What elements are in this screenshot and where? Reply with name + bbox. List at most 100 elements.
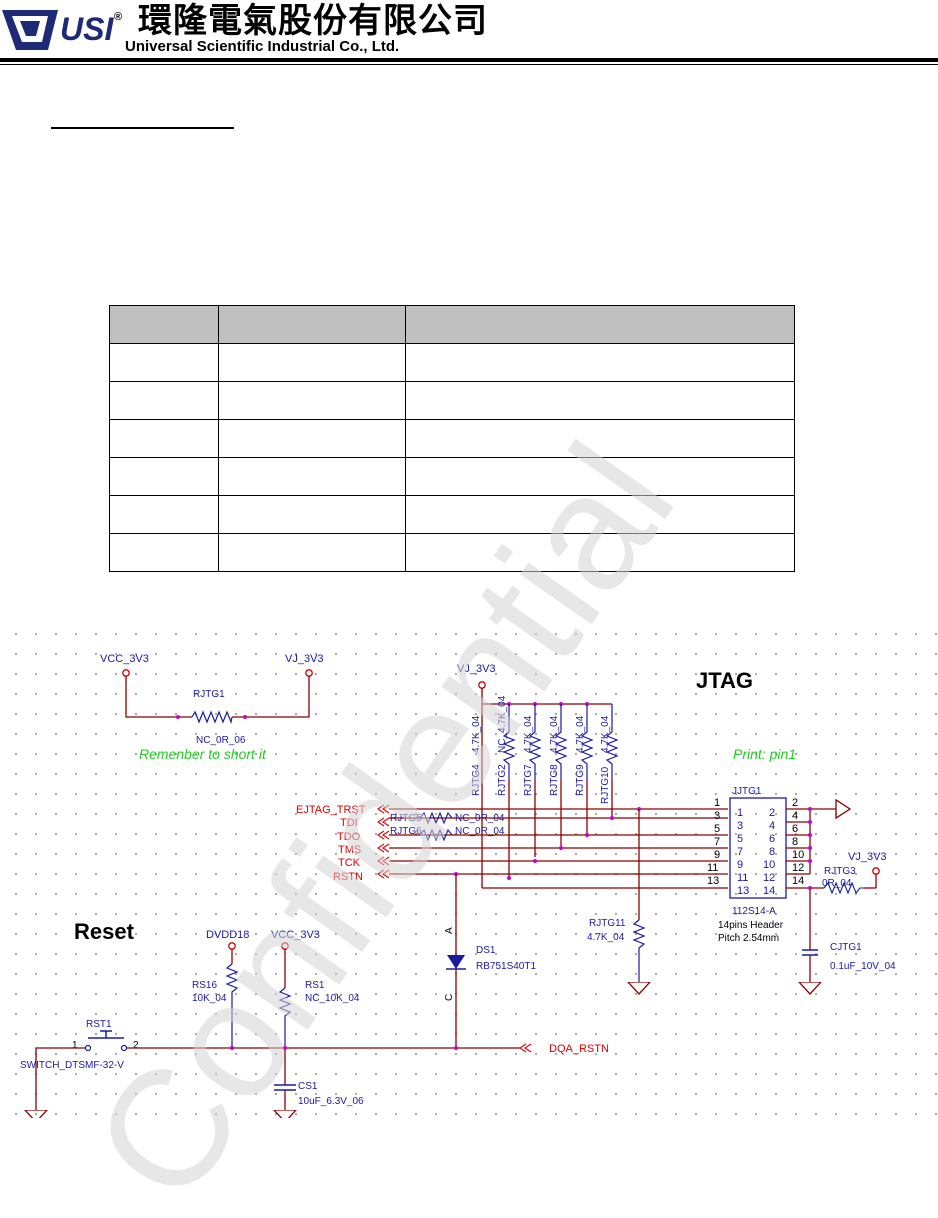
- rjtg2-value: NC_4.7K_04: [497, 695, 508, 753]
- vcc-power-symbol: [122, 669, 130, 677]
- connector-desc-2: Pitch 2.54mm: [718, 933, 779, 944]
- rst1-pin1: 1: [72, 1040, 78, 1051]
- svg-text:7: 7: [737, 846, 743, 858]
- company-name-chinese: 環隆電氣股份有限公司: [138, 1, 488, 41]
- vcc-3v3-label-2: VCC_3V3: [271, 929, 320, 941]
- ds1-anode: A: [444, 927, 455, 934]
- cs1-value: 10uF_6.3V_06: [298, 1096, 364, 1107]
- rjtg7-value: 4.7K_04: [523, 715, 534, 753]
- rjtg1-resistor: [191, 710, 233, 725]
- vj-3v3-label-2: VJ_3V3: [457, 663, 496, 675]
- cs1-ref: CS1: [298, 1081, 318, 1092]
- svg-text:3: 3: [714, 810, 720, 822]
- svg-text:7: 7: [714, 836, 720, 848]
- company-name-english: Universal Scientific Industrial Co., Ltd…: [125, 38, 400, 55]
- rs1-ref: RS1: [305, 980, 325, 991]
- vj-power-symbol-3: [872, 867, 880, 875]
- svg-text:4: 4: [792, 810, 798, 822]
- rst1-pin2: 2: [133, 1040, 139, 1051]
- table-row: [109, 343, 795, 382]
- signal-tdi: TDI: [340, 817, 358, 829]
- dqa-rstn-label: DQA_RSTN: [549, 1043, 609, 1055]
- ds1-ref: DS1: [476, 945, 496, 956]
- table-row: [109, 495, 795, 534]
- cjtg1-value: 0.1uF_10V_04: [830, 961, 896, 972]
- table-header-row: [109, 305, 795, 344]
- rjtg7-ref: RJTG7: [523, 764, 534, 796]
- table-cell: [218, 533, 406, 572]
- svg-text:9: 9: [737, 859, 743, 871]
- svg-text:9: 9: [714, 849, 720, 861]
- jtag-title: JTAG: [696, 668, 753, 693]
- svg-text:13: 13: [707, 875, 719, 887]
- signal-tck: TCK: [338, 857, 361, 869]
- svg-text:5: 5: [737, 833, 743, 845]
- rjtg11-value: 4.7K_04: [587, 932, 625, 943]
- svg-text:14: 14: [763, 885, 775, 897]
- ds1-cathode: C: [444, 994, 455, 1001]
- gnd-rjtg11: [627, 982, 651, 995]
- table-row: [109, 533, 795, 572]
- table-cell: [405, 457, 795, 496]
- table-cell: [109, 457, 219, 496]
- logo-registered-mark: ®: [114, 11, 122, 23]
- rjtg1-value: NC_0R_06: [196, 735, 246, 746]
- svg-text:12: 12: [763, 872, 775, 884]
- svg-text:6: 6: [769, 833, 775, 845]
- rs16-value: 10K_04: [192, 993, 227, 1004]
- rjtg10-ref: RJTG10: [600, 766, 611, 804]
- table-cell: [405, 343, 795, 382]
- dvdd18-label: DVDD18: [206, 929, 249, 941]
- vj-power-symbol-2: [478, 681, 486, 689]
- table-cell: [109, 419, 219, 458]
- section-heading-underline: [51, 127, 234, 129]
- gnd-cjtg1: [798, 982, 822, 995]
- connector-jjtg1: JJTG1 1 3 5 7 9 11 13 2 4 6 8 10 12 14 1…: [707, 786, 896, 995]
- table-header-cell: [405, 305, 795, 344]
- svg-text:2: 2: [792, 797, 798, 809]
- table-row: [109, 381, 795, 420]
- dvdd18-power-symbol: [228, 942, 236, 950]
- header-rule-thick: [0, 58, 938, 62]
- table-cell: [109, 533, 219, 572]
- table-row: [109, 419, 795, 458]
- switch-symbol: [84, 1030, 128, 1052]
- connector-ref: JJTG1: [732, 786, 762, 797]
- rjtg8-ref: RJTG8: [549, 764, 560, 796]
- rjtg1-ref: RJTG1: [193, 689, 225, 700]
- rjtg9-ref: RJTG9: [575, 764, 586, 796]
- svg-text:12: 12: [792, 862, 804, 874]
- rjtg4-ref: RJTG4: [471, 764, 482, 796]
- diode-symbol: [447, 955, 465, 969]
- table-cell: [218, 457, 406, 496]
- svg-text:10: 10: [792, 849, 804, 861]
- table-cell: [218, 419, 406, 458]
- ds1-value: RB751S40T1: [476, 961, 536, 972]
- rst1-value: SWITCH_DTSMF-32-V: [20, 1060, 124, 1071]
- svg-text:11: 11: [737, 872, 748, 884]
- rst1-ref: RST1: [86, 1019, 112, 1030]
- note-short-it: Remenber to short it: [139, 746, 267, 762]
- rjtg11-block: RJTG11 4.7K_04: [587, 809, 651, 995]
- reset-block: DVDD18 VCC_3V3 RS16 10K_04 RS1 NC_10K_04…: [20, 929, 609, 1118]
- table-cell: [405, 419, 795, 458]
- vj-3v3-label-3: VJ_3V3: [848, 851, 887, 863]
- header-rule-thin: [0, 64, 938, 65]
- table-header-cell: [218, 305, 406, 344]
- rjtg5-resistor: [419, 811, 453, 825]
- table-cell: [109, 495, 219, 534]
- connector-part: 112S14-A: [732, 906, 776, 917]
- rjtg11-ref: RJTG11: [589, 918, 626, 929]
- pullup-bank: VJ_3V3 RJTG4 4.7K_04 RJTG2 NC_4.7K_04 RJ…: [457, 663, 619, 888]
- pin-table: [109, 305, 795, 572]
- note-print-pin1: Print: pin1: [733, 746, 796, 762]
- svg-text:13: 13: [737, 885, 749, 897]
- rs16-resistor: [225, 963, 239, 1048]
- table-cell: [218, 495, 406, 534]
- rs16-ref: RS16: [192, 980, 217, 991]
- rjtg6-resistor: [419, 828, 453, 842]
- rs1-value: NC_10K_04: [305, 993, 360, 1004]
- gnd-arrow-pin2: [835, 798, 852, 820]
- rjtg4-value: 4.7K_04: [471, 715, 482, 753]
- table-cell: [218, 343, 406, 382]
